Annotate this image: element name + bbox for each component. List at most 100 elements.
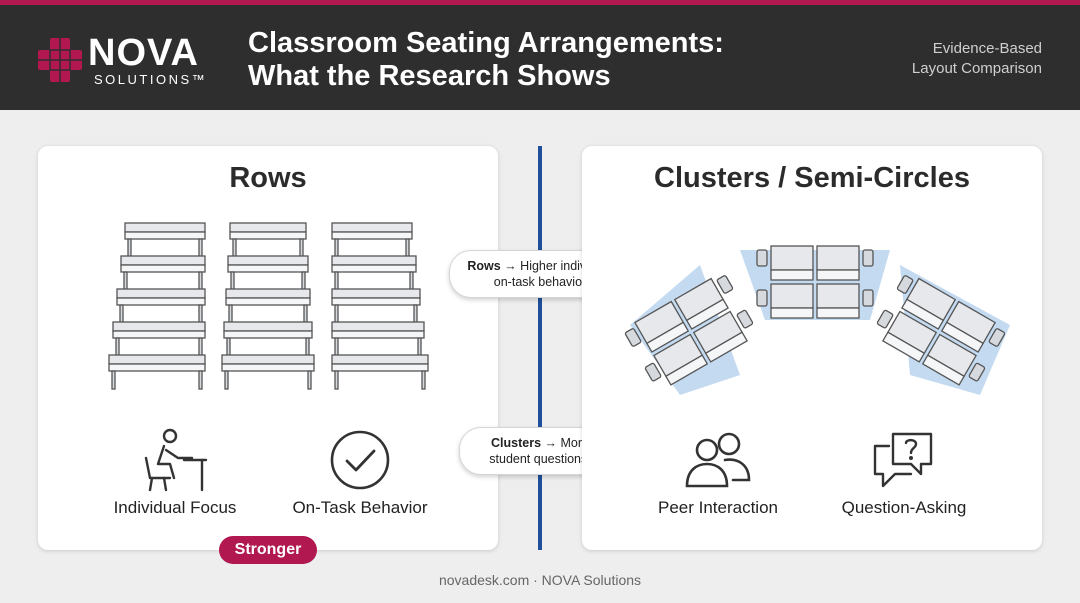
row-desk-front bbox=[229, 231, 307, 240]
logo-wordmark: NOVA bbox=[88, 32, 199, 74]
row-desk-leg bbox=[307, 370, 312, 390]
row-desk-leg bbox=[198, 304, 203, 324]
page-subtitle-line1: Evidence-Based bbox=[932, 40, 1042, 57]
cluster-desk-front bbox=[665, 354, 709, 386]
row-desk-leg bbox=[226, 337, 231, 357]
row-desk-front bbox=[223, 330, 313, 339]
logo-subtext: SOLUTIONS™ bbox=[94, 72, 208, 87]
cluster-desk-front bbox=[816, 269, 860, 281]
row-desk bbox=[108, 354, 206, 365]
row-desk bbox=[331, 255, 417, 266]
rows-panel-title: Rows bbox=[229, 162, 307, 194]
cluster-desk-front bbox=[940, 321, 984, 353]
row-desk-front bbox=[124, 231, 206, 240]
center-divider bbox=[538, 146, 542, 550]
cluster-desk-front bbox=[816, 307, 860, 319]
cluster-chair bbox=[756, 249, 768, 267]
row-desk-leg bbox=[198, 238, 203, 258]
row-desk-front bbox=[331, 297, 421, 306]
cluster-chair bbox=[862, 249, 874, 267]
row-desk-leg bbox=[301, 271, 306, 291]
cluster-chair bbox=[624, 328, 642, 347]
row-desk bbox=[331, 321, 425, 332]
cluster-desk-front bbox=[704, 331, 748, 363]
row-desk-front bbox=[108, 363, 206, 372]
page-title: Classroom Seating Arrangements: What the… bbox=[248, 27, 808, 93]
feature-question-asking: Question-Asking bbox=[841, 498, 967, 517]
row-desk-leg bbox=[123, 271, 128, 291]
cluster-chair bbox=[756, 289, 768, 307]
clusters-callout-line2: student questions. bbox=[489, 452, 591, 466]
row-desk-leg bbox=[405, 238, 410, 258]
row-desk-leg bbox=[305, 337, 310, 357]
footer-credit: novadesk.com · NOVA Solutions bbox=[438, 572, 642, 588]
row-desk-front bbox=[331, 363, 429, 372]
row-desk-front bbox=[120, 264, 206, 273]
row-desk-leg bbox=[127, 238, 132, 258]
desk-cluster bbox=[756, 245, 874, 319]
cluster-desk bbox=[816, 245, 860, 271]
row-desk bbox=[221, 354, 315, 365]
cluster-desk-front bbox=[882, 331, 926, 363]
row-desk-leg bbox=[228, 304, 233, 324]
row-desk-leg bbox=[198, 271, 203, 291]
cluster-desk bbox=[816, 283, 860, 309]
cluster-desk-front bbox=[685, 298, 729, 330]
cluster-chair bbox=[716, 275, 734, 294]
cluster-desk-front bbox=[770, 269, 814, 281]
row-desk-front bbox=[227, 264, 309, 273]
logo: NOVA SOLUTIONS™ bbox=[36, 32, 216, 92]
row-desk-front bbox=[331, 264, 417, 273]
desk-cluster bbox=[876, 275, 1006, 386]
row-desk-leg bbox=[334, 238, 339, 258]
cluster-desk bbox=[770, 283, 814, 309]
row-desk-leg bbox=[421, 370, 426, 390]
feature-individual-focus: Individual Focus bbox=[113, 498, 237, 517]
row-desk-leg bbox=[299, 238, 304, 258]
cluster-chair bbox=[896, 275, 914, 294]
cluster-chair bbox=[968, 362, 986, 382]
row-desk bbox=[331, 222, 413, 233]
row-desk-front bbox=[331, 330, 425, 339]
cluster-desk-front bbox=[901, 298, 945, 330]
nova-logo-mark-icon bbox=[38, 38, 82, 82]
page-title-line1: Classroom Seating Arrangements: bbox=[248, 27, 724, 59]
row-desk-leg bbox=[303, 304, 308, 324]
rows-desks-illustration bbox=[108, 222, 429, 390]
row-desk-leg bbox=[334, 337, 339, 357]
row-desk-leg bbox=[224, 370, 229, 390]
cluster-chair bbox=[644, 362, 662, 382]
feature-on-task-behavior: On-Task Behavior bbox=[292, 498, 428, 517]
row-desk bbox=[223, 321, 313, 332]
row-desk-leg bbox=[119, 304, 124, 324]
clusters-desks-illustration bbox=[624, 245, 1010, 395]
row-desk-leg bbox=[198, 337, 203, 357]
cluster-chair bbox=[736, 309, 754, 329]
rows-callout-line2: on-task behavior bbox=[493, 275, 587, 289]
row-desk-front bbox=[112, 330, 206, 339]
cluster-desk-front bbox=[646, 321, 690, 353]
row-desk-leg bbox=[409, 271, 414, 291]
row-desk bbox=[116, 288, 206, 299]
top-accent-bar bbox=[0, 0, 1080, 5]
row-desk bbox=[124, 222, 206, 233]
clusters-callout-line1: Clusters → More bbox=[491, 436, 589, 450]
row-desk-leg bbox=[230, 271, 235, 291]
checkmark-circle-icon bbox=[330, 430, 390, 490]
row-desk bbox=[331, 354, 429, 365]
page-title-line2: What the Research Shows bbox=[248, 60, 611, 92]
row-desk-leg bbox=[417, 337, 422, 357]
page-subtitle: Evidence-Based Layout Comparison bbox=[802, 39, 1042, 79]
row-desk-front bbox=[225, 297, 311, 306]
row-desk-front bbox=[331, 231, 413, 240]
row-desk-leg bbox=[115, 337, 120, 357]
question-chat-icon bbox=[873, 432, 933, 488]
row-desk bbox=[229, 222, 307, 233]
row-desk-leg bbox=[334, 304, 339, 324]
row-desk bbox=[331, 288, 421, 299]
row-desk-leg bbox=[334, 271, 339, 291]
row-desk bbox=[120, 255, 206, 266]
two-people-icon bbox=[685, 432, 751, 488]
page-subtitle-line2: Layout Comparison bbox=[911, 60, 1042, 77]
cluster-chair bbox=[862, 289, 874, 307]
